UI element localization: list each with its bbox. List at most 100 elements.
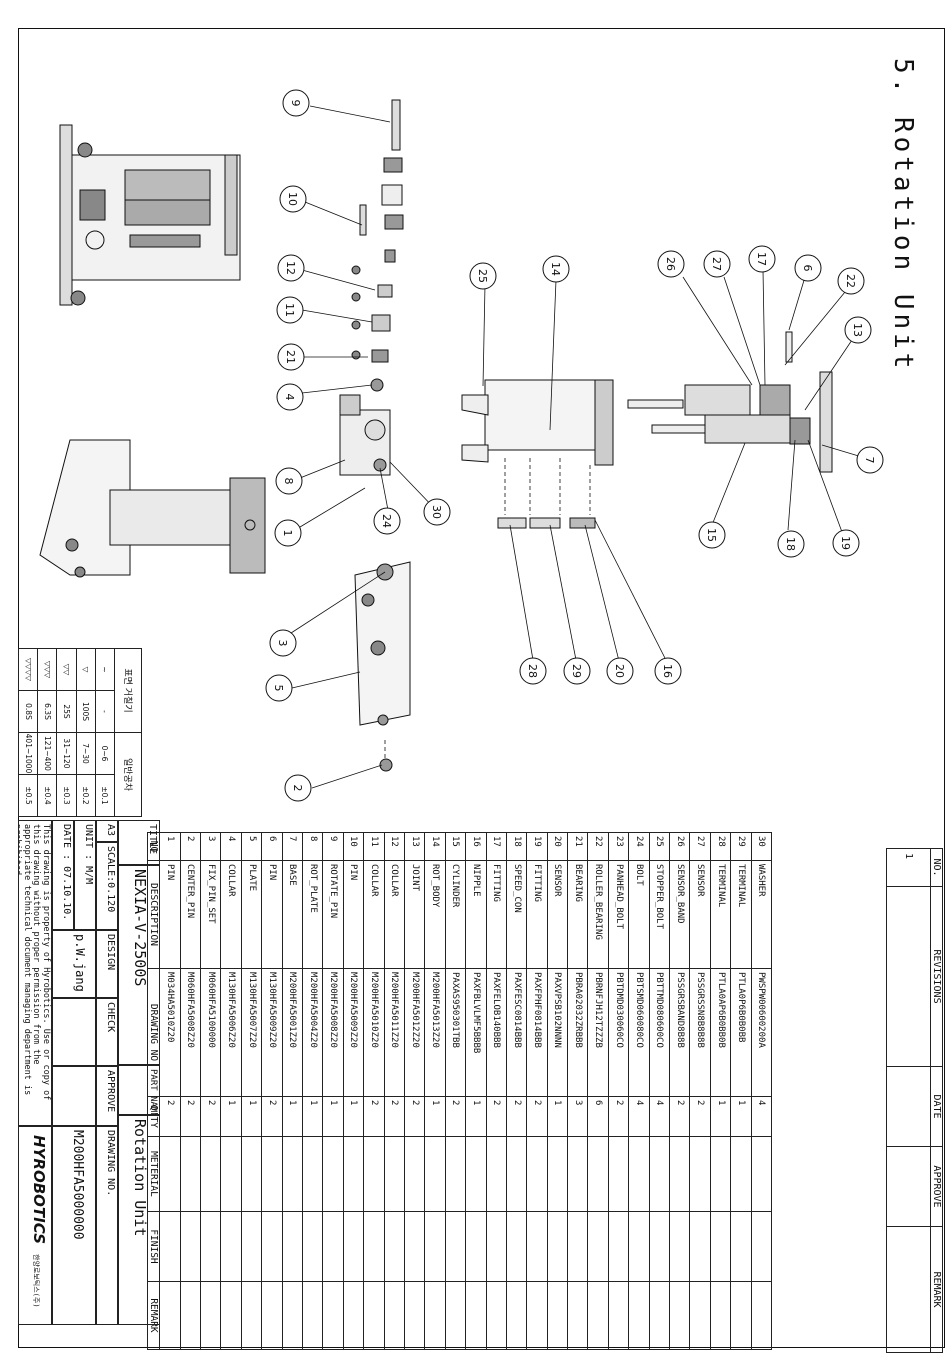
part-finish — [649, 1211, 670, 1282]
rev-cell-approve — [886, 1146, 931, 1227]
item-balloon-number: 25 — [476, 269, 489, 283]
tolerance-value: ±0.3 — [56, 774, 77, 817]
part-remark — [506, 1281, 527, 1350]
part-finish — [628, 1211, 650, 1282]
part-description: ROTATE_PIN — [322, 860, 344, 969]
part-drawing-no: PAXFELOB140BBB — [486, 968, 507, 1097]
revisions-header-row: NO. REVISIONS DATE APPROVE REMARK — [930, 848, 943, 1353]
part-remark — [465, 1281, 487, 1350]
item-balloon — [269, 629, 297, 657]
part-material — [486, 1136, 507, 1212]
roughness-value: 25S — [56, 690, 77, 733]
part-qty: 2 — [526, 1096, 548, 1137]
item-balloon — [563, 657, 591, 685]
roughness-value: 0.8S — [18, 690, 38, 733]
part-finish — [730, 1211, 752, 1282]
part-finish — [424, 1211, 446, 1282]
item-balloon-number: 1 — [281, 530, 294, 537]
part-qty: 1 — [424, 1096, 446, 1137]
item-balloon — [276, 383, 304, 411]
part-description: WASHER — [751, 860, 772, 969]
part-drawing-no: M130HFA5007Z20 — [241, 968, 262, 1097]
item-balloon-number: 20 — [613, 664, 626, 678]
copyright-notice: This drawing is property of Hyrobotics. … — [18, 820, 52, 1126]
part-description: TERMINAL — [730, 860, 752, 969]
part-material — [465, 1136, 487, 1212]
part-qty: 2 — [404, 1096, 425, 1137]
part-remark — [159, 1281, 181, 1350]
part-finish — [567, 1211, 588, 1282]
part-drawing-no: PBRA02032ZRBBB — [567, 968, 588, 1097]
check-label: CHECK — [96, 998, 118, 1066]
part-remark — [689, 1281, 711, 1350]
design-label: DESIGN — [96, 930, 118, 998]
part-drawing-no: PSSGRSSN8B8B8B — [689, 968, 711, 1097]
part-remark — [384, 1281, 405, 1350]
part-finish — [261, 1211, 283, 1282]
part-description: TERMINAL — [710, 860, 731, 969]
part-drawing-no: M200HFA5013Z20 — [424, 968, 446, 1097]
tolerance-title-row: 표면 거칠기 일반공차 — [114, 648, 142, 817]
part-no: 6 — [261, 832, 283, 861]
rev-cell-date — [886, 1066, 931, 1147]
part-description: SENSOR_BAND — [669, 860, 690, 969]
drawing-no-label: DRAWING NO. — [96, 1126, 118, 1325]
part-material — [506, 1136, 527, 1212]
part-no: 7 — [282, 832, 303, 861]
item-balloon — [275, 467, 303, 495]
part-no: 11 — [363, 832, 385, 861]
item-balloon — [265, 674, 293, 702]
cylinder-assembly — [627, 331, 833, 473]
item-balloon-number: 29 — [570, 664, 583, 678]
roughness-symbol: ▽▽▽ — [37, 648, 57, 691]
part-drawing-no: M200HFA5010Z20 — [363, 968, 385, 1097]
approve-label: APPROVE — [96, 1066, 118, 1126]
part-remark — [302, 1281, 323, 1350]
part-description: SENSOR — [547, 860, 568, 969]
date: DATE : 07.10.10. — [52, 820, 74, 930]
revisions-table: NO. REVISIONS DATE APPROVE REMARK 1 — [886, 848, 943, 1353]
roughness-symbol: ▽▽▽▽ — [18, 648, 38, 691]
part-no: 26 — [669, 832, 690, 861]
part-finish — [526, 1211, 548, 1282]
part-finish — [343, 1211, 364, 1282]
item-balloon — [698, 521, 726, 549]
part-material — [302, 1136, 323, 1212]
item-balloon — [654, 657, 682, 685]
part-drawing-no: PSSGRSBAND8B8B — [669, 968, 690, 1097]
part-finish — [669, 1211, 690, 1282]
part-qty: 2 — [608, 1096, 629, 1137]
rev-header-approve: APPROVE — [930, 1146, 943, 1227]
item-balloon — [519, 657, 547, 685]
part-no: 30 — [751, 832, 772, 861]
item-balloon-number: 13 — [851, 323, 864, 337]
general-tolerance-title: 일반공차 — [114, 732, 142, 817]
item-balloon — [832, 529, 860, 557]
part-drawing-no: PAXFPHF0814BBB — [526, 968, 548, 1097]
tolerance-value: ±0.5 — [18, 774, 38, 817]
part-finish — [689, 1211, 711, 1282]
item-balloon — [277, 343, 305, 371]
part-remark — [649, 1281, 670, 1350]
part-drawing-no: PAXVPSB102NNNN — [547, 968, 568, 1097]
check-value — [52, 998, 96, 1066]
part-drawing-no: PBRNFJH12TZZZB — [587, 968, 609, 1097]
item-balloon-number: 5 — [272, 685, 285, 692]
part-material — [159, 1136, 181, 1212]
part-no: 20 — [547, 832, 568, 861]
item-balloon — [542, 255, 570, 283]
part-drawing-no: PTLA0AP6B0BB0B — [710, 968, 731, 1097]
size-range: 121~400 — [37, 732, 57, 775]
rot-body — [461, 379, 614, 529]
part-no: 9 — [322, 832, 344, 861]
logo-subtext: 한양로보틱스(주) — [32, 1254, 40, 1308]
part-finish — [220, 1211, 242, 1282]
part-qty: 2 — [261, 1096, 283, 1137]
